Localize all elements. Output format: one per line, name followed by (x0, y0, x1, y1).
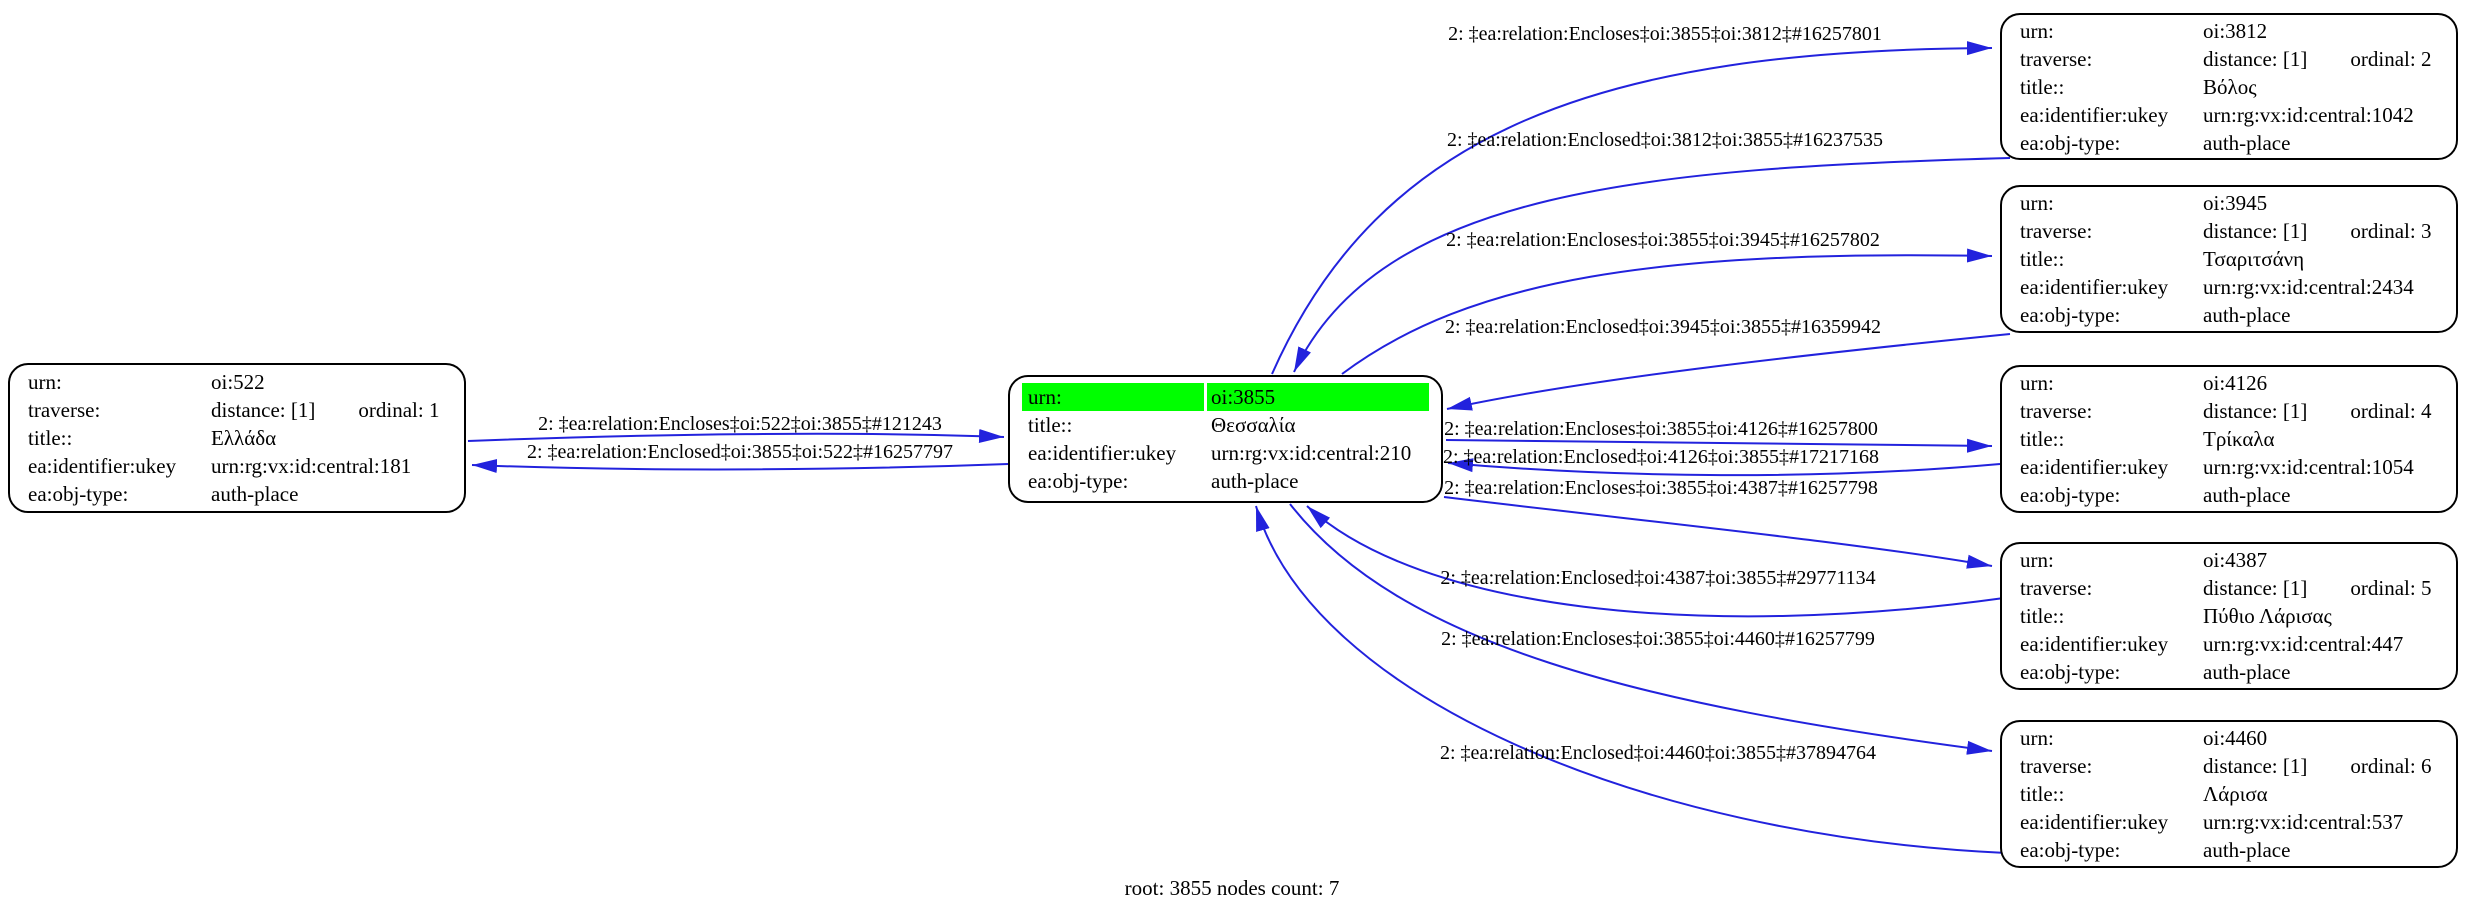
node-row-traverse: traverse:distance: [1]ordinal: 1 (28, 398, 440, 422)
node-row-title: title::Πύθιο Λάρισας (2020, 604, 2332, 628)
node-oi-3812: urn:oi:3812 traverse:distance: [1]ordina… (2000, 13, 2458, 160)
node-row-urn: urn:oi:4387 (2020, 548, 2268, 572)
node-row-urn: urn:oi:3945 (2020, 191, 2268, 215)
node-row-objtype: ea:obj-type:auth-place (28, 482, 299, 506)
edge-enclosed-4460-3855 (1255, 505, 2007, 854)
node-row-traverse: traverse:distance: [1]ordinal: 2 (2020, 46, 2432, 71)
node-row-objtype: ea:obj-type:auth-place (2020, 660, 2291, 684)
edge-label-enclosed-3855-522: 2: ‡ea:relation:Enclosed‡oi:3855‡oi:522‡… (526, 441, 954, 463)
node-row-title: title::Λάρισα (2020, 782, 2268, 806)
node-row-objtype: ea:obj-type:auth-place (2020, 303, 2291, 327)
edge-enclosed-4387-3855 (1306, 505, 2005, 618)
node-row-title: title::Τσαριτσάνη (2020, 247, 2305, 271)
node-row-urn-highlighted: urn:oi:3855 (1020, 383, 1431, 411)
edge-enclosed-3855-522 (471, 458, 1009, 473)
edge-label-encloses-3855-3812: 2: ‡ea:relation:Encloses‡oi:3855‡oi:3812… (1448, 23, 1882, 45)
node-row-title: title::Τρίκαλα (2020, 427, 2275, 451)
node-row-urn: urn:oi:4126 (2020, 371, 2268, 395)
node-row-traverse: traverse:distance: [1]ordinal: 4 (2020, 399, 2432, 423)
node-row-traverse: traverse:distance: [1]ordinal: 5 (2020, 576, 2432, 600)
node-row-objtype: ea:obj-type:auth-place (2020, 838, 2291, 862)
node-row-objtype: ea:obj-type:auth-place (2020, 483, 2291, 507)
node-row-urn: urn:oi:3812 (2020, 18, 2268, 43)
node-row-objtype: ea:obj-type:auth-place (1028, 469, 1299, 493)
node-row-urn: urn:oi:522 (28, 370, 265, 394)
node-row-objtype: ea:obj-type:auth-place (2020, 130, 2291, 155)
edge-label-encloses-3855-4126: 2: ‡ea:relation:Encloses‡oi:3855‡oi:4126… (1444, 418, 1878, 440)
node-row-traverse: traverse:distance: [1]ordinal: 6 (2020, 754, 2432, 778)
node-row-title: title::Θεσσαλία (1028, 413, 1296, 437)
node-row-title: title::Ελλάδα (28, 426, 277, 450)
edge-label-encloses-3855-4387: 2: ‡ea:relation:Encloses‡oi:3855‡oi:4387… (1444, 477, 1878, 499)
edge-label-enclosed-4126-3855: 2: ‡ea:relation:Enclosed‡oi:4126‡oi:3855… (1442, 446, 1880, 468)
edge-label-enclosed-4387-3855: 2: ‡ea:relation:Enclosed‡oi:4387‡oi:3855… (1440, 567, 1876, 589)
edge-encloses-3855-3945 (1341, 248, 1993, 375)
node-oi-4460: urn:oi:4460 traverse:distance: [1]ordina… (2000, 720, 2458, 868)
edge-label-encloses-3855-4460: 2: ‡ea:relation:Encloses‡oi:3855‡oi:4460… (1441, 628, 1875, 650)
node-oi-4126: urn:oi:4126 traverse:distance: [1]ordina… (2000, 365, 2458, 513)
node-row-traverse: traverse:distance: [1]ordinal: 3 (2020, 219, 2432, 243)
edge-label-encloses-3855-3945: 2: ‡ea:relation:Encloses‡oi:3855‡oi:3945… (1446, 229, 1880, 251)
edge-encloses-3855-4387 (1443, 496, 1993, 569)
edge-enclosed-3945-3855 (1446, 333, 2011, 411)
edge-label-encloses-522-3855: 2: ‡ea:relation:Encloses‡oi:522‡oi:3855‡… (538, 413, 942, 435)
edge-label-enclosed-3945-3855: 2: ‡ea:relation:Enclosed‡oi:3945‡oi:3855… (1444, 316, 1882, 338)
edge-label-enclosed-3812-3855: 2: ‡ea:relation:Enclosed‡oi:3812‡oi:3855… (1446, 129, 1884, 151)
node-row-urn: urn:oi:4460 (2020, 726, 2268, 750)
edge-label-enclosed-4460-3855: 2: ‡ea:relation:Enclosed‡oi:4460‡oi:3855… (1439, 742, 1877, 764)
node-oi-522: urn:oi:522 traverse:distance: [1]ordinal… (8, 363, 466, 513)
node-oi-3855-root: urn:oi:3855 title::Θεσσαλία ea:identifie… (1008, 375, 1443, 503)
graph-caption: root: 3855 nodes count: 7 (1124, 876, 1340, 900)
node-oi-4387: urn:oi:4387 traverse:distance: [1]ordina… (2000, 542, 2458, 690)
edge-enclosed-3812-3855 (1293, 157, 2011, 373)
node-row-title: title::Βόλος (2020, 74, 2257, 99)
node-oi-3945: urn:oi:3945 traverse:distance: [1]ordina… (2000, 185, 2458, 333)
